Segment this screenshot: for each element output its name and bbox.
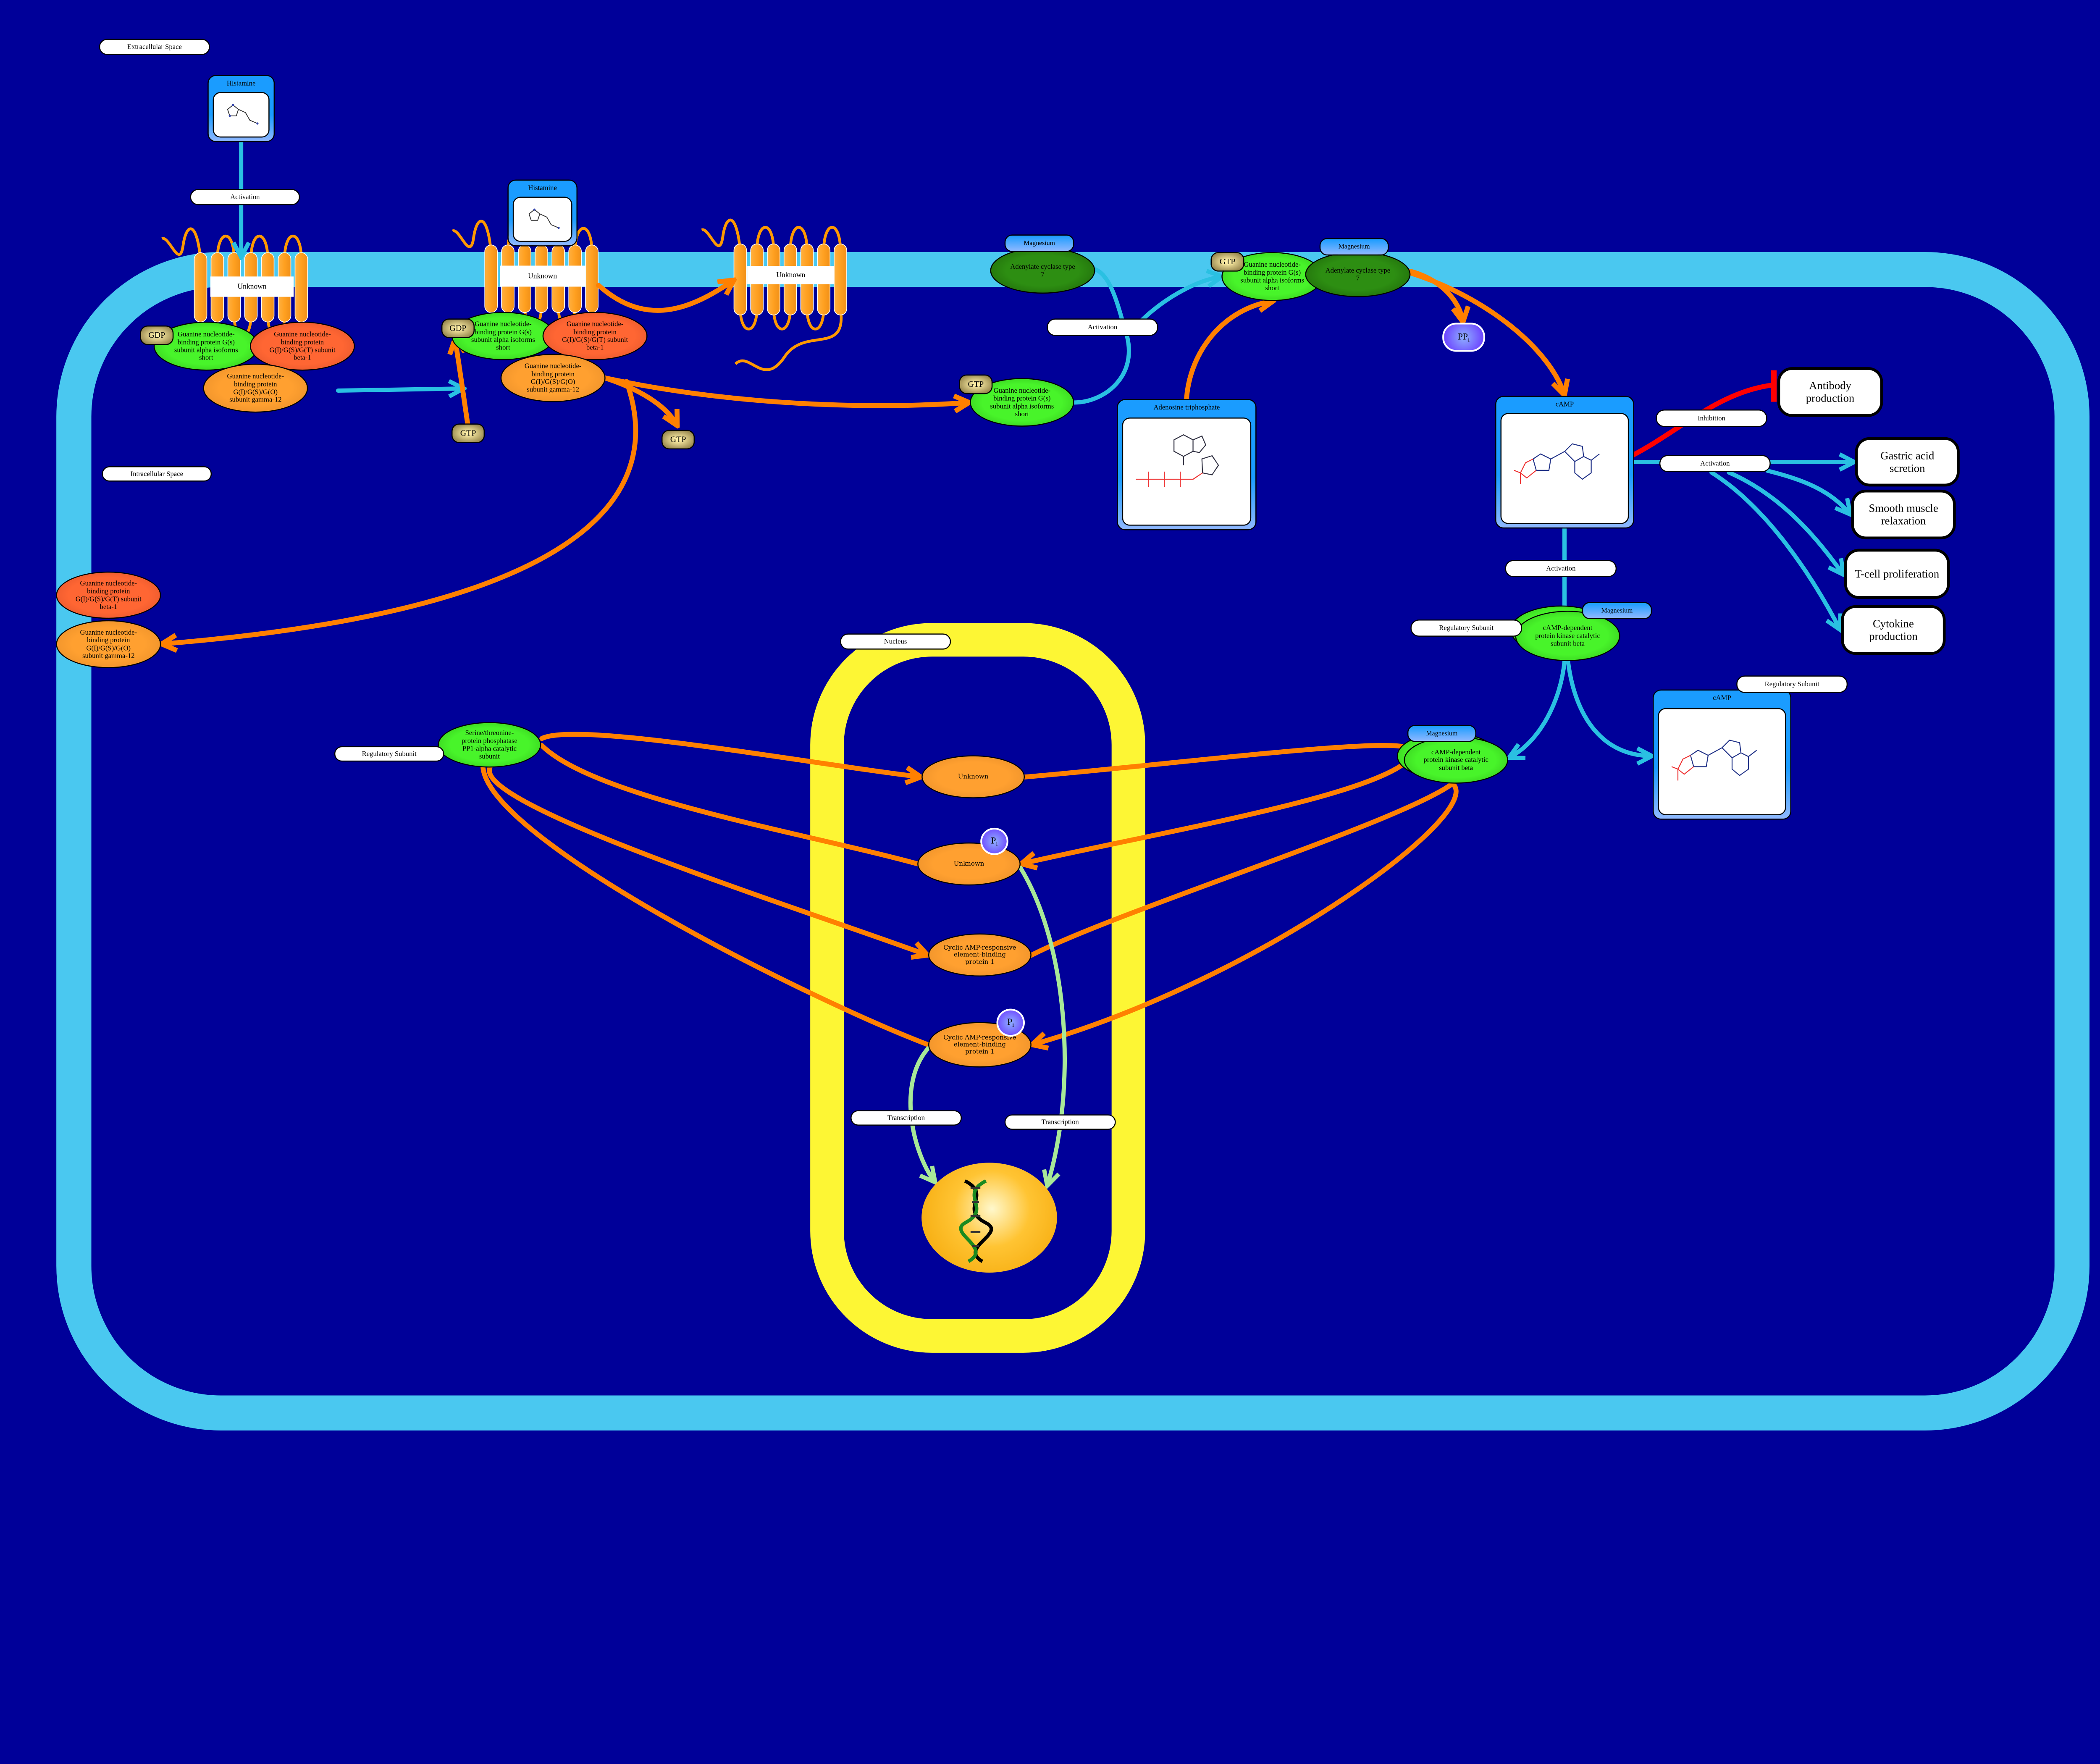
transcription-label-1: Transcription — [850, 1110, 962, 1126]
gtp-free-1[interactable]: GTP — [452, 423, 485, 443]
pathway-nodes: Extracellular Space Intracellular Space … — [56, 39, 1960, 1273]
edge-transcription-unknown2 — [1018, 866, 1067, 1186]
outcome-cytokine-production[interactable]: Cytokine production — [1841, 605, 1946, 655]
edge-ac-camp — [1408, 270, 1564, 395]
histamine-bound-node[interactable]: Histamine — [507, 179, 578, 247]
regulatory-subunit-label-2[interactable]: Regulatory Subunit — [1736, 675, 1848, 693]
intracellular-space-label: Intracellular Space — [102, 466, 212, 482]
nuclear-unknown-1[interactable]: Unknown — [921, 755, 1025, 798]
magnesium-badge-4[interactable]: Magnesium — [1407, 724, 1476, 742]
gtp-bound-badge-2[interactable]: GTP — [1210, 252, 1244, 272]
gtp-free-2[interactable]: GTP — [662, 430, 695, 449]
camp-structure — [1500, 413, 1629, 524]
edge-gtp-gdp-exchange — [455, 339, 470, 426]
pp1-alpha-catalytic[interactable]: Serine/threonine-protein phosphatase PP1… — [438, 722, 541, 768]
magnesium-badge-3[interactable]: Magnesium — [1582, 602, 1652, 620]
histamine-title: Histamine — [226, 79, 256, 87]
activation-label-histamine: Activation — [190, 189, 300, 205]
regulatory-subunit-label-pp1[interactable]: Regulatory Subunit — [334, 746, 444, 762]
activation-label-ac: Activation — [1047, 318, 1158, 336]
edge-unknown2-pp1 — [539, 743, 920, 866]
edge-ac-to-gs — [1072, 267, 1131, 405]
activation-label-outcomes: Activation — [1659, 455, 1771, 472]
receptor-loops — [701, 218, 843, 371]
outcome-smooth-muscle-relaxation[interactable]: Smooth muscle relaxation — [1851, 489, 1956, 540]
histamine-title: Histamine — [528, 184, 557, 192]
extracellular-space-label: Extracellular Space — [99, 39, 210, 55]
atp-node[interactable]: Adenosine triphosphate — [1117, 399, 1257, 530]
activation-label-pka: Activation — [1505, 560, 1617, 578]
histamine-structure-image — [227, 104, 259, 125]
camp-title: cAMP — [1713, 694, 1731, 702]
camp-released-node[interactable]: cAMP — [1653, 689, 1791, 820]
gtp-bound-badge-1[interactable]: GTP — [959, 374, 993, 394]
edge-complex-translocation — [336, 388, 464, 391]
edge-camp-tcell — [1727, 470, 1844, 575]
nucleus-label: Nucleus — [840, 633, 951, 650]
g-gamma-complex-1[interactable]: Guanine nucleotide-binding protein G(I)/… — [203, 363, 308, 413]
creb1-node-1[interactable]: Cyclic AMP-responsive element-binding pr… — [928, 933, 1032, 976]
edge-atp-conversion — [1184, 301, 1273, 402]
camp-structure-image — [1514, 443, 1600, 485]
camp-title: cAMP — [1555, 400, 1574, 408]
edge-pp1-creb1 — [487, 765, 927, 956]
histamine-structure — [213, 92, 270, 138]
g-beta-complex-1[interactable]: Guanine nucleotide-binding protein G(I)/… — [250, 321, 355, 371]
inhibition-label: Inhibition — [1656, 410, 1767, 427]
gdp-badge-2[interactable]: GDP — [441, 318, 475, 338]
receptor-2-label[interactable]: Unknown — [500, 265, 585, 287]
outcome-antibody-production[interactable]: Antibody production — [1777, 367, 1883, 417]
g-gamma-complex-2[interactable]: Guanine nucleotide-binding protein G(I)/… — [500, 354, 606, 402]
adenylate-cyclase-1[interactable]: Adenylate cyclase type 7 — [990, 247, 1095, 294]
pka-catalytic-beta-2[interactable]: cAMP-dependent protein kinase catalytic … — [1404, 736, 1508, 784]
edge-creb2-pp1 — [480, 765, 931, 1047]
histamine-node[interactable]: Histamine — [207, 75, 275, 142]
gdp-badge-1[interactable]: GDP — [140, 326, 174, 345]
camp-node[interactable]: cAMP — [1495, 396, 1634, 529]
edge-pp1-unknown1 — [539, 732, 921, 777]
dna-helix-icon — [959, 1179, 993, 1263]
edge-pka-pka2 — [1509, 659, 1567, 758]
phosphate-badge-2[interactable]: Pi — [996, 1008, 1025, 1037]
histamine-structure — [512, 197, 572, 242]
dna-gene-node[interactable] — [921, 1163, 1057, 1273]
outcome-t-cell-proliferation[interactable]: T-cell proliferation — [1844, 549, 1950, 599]
pathway-canvas: Extracellular Space Intracellular Space … — [56, 39, 2090, 1431]
receptor-3-label[interactable]: Unknown — [747, 266, 835, 284]
node-layer: Extracellular Space Intracellular Space … — [56, 39, 1960, 1273]
phosphate-badge-1[interactable]: Pi — [980, 827, 1008, 855]
camp-structure — [1658, 708, 1786, 815]
receptor-1-label[interactable]: Unknown — [210, 276, 294, 297]
magnesium-badge-2[interactable]: Magnesium — [1319, 238, 1389, 256]
camp-structure-image — [1671, 740, 1757, 781]
edge-pka2-unknown2 — [1021, 759, 1410, 864]
g-gamma-free[interactable]: Guanine nucleotide-binding protein G(I)/… — [56, 620, 161, 668]
edge-complex-gdp-release — [603, 375, 677, 425]
g-beta-free[interactable]: Guanine nucleotide-binding protein G(I)/… — [56, 571, 161, 619]
outcome-gastric-acid-secretion[interactable]: Gastric acid scretion — [1855, 437, 1960, 487]
edge-pka2-creb2 — [1032, 781, 1459, 1045]
atp-structure-image — [1136, 434, 1219, 487]
nuclear-envelope — [810, 623, 1145, 1353]
edge-camp-cytokine — [1709, 470, 1840, 630]
atp-title: Adenosine triphosphate — [1153, 403, 1220, 412]
edge-receptor2-receptor3 — [596, 280, 734, 313]
adenylate-cyclase-2[interactable]: Adenylate cyclase type 7 — [1305, 252, 1411, 297]
g-beta-complex-2[interactable]: Guanine nucleotide-binding protein G(I)/… — [542, 312, 648, 360]
pyrophosphate-node[interactable]: PPi — [1442, 323, 1485, 352]
atp-structure — [1122, 417, 1252, 526]
edge-creb1-pka2 — [1029, 781, 1455, 958]
edge-camp-smooth-muscle — [1765, 468, 1851, 514]
magnesium-badge-1[interactable]: Magnesium — [1004, 234, 1074, 252]
histamine-structure-image — [528, 208, 560, 229]
edge-pka-camp2 — [1566, 659, 1652, 756]
edge-activation-upper-gs — [1139, 276, 1222, 323]
pka-catalytic-beta-1[interactable]: cAMP-dependent protein kinase catalytic … — [1515, 611, 1620, 662]
edge-complex-beta-gamma — [162, 379, 638, 644]
regulatory-subunit-label-1[interactable]: Regulatory Subunit — [1410, 620, 1522, 637]
edge-complex-gs-gtp — [603, 375, 969, 406]
transcription-label-2: Transcription — [1004, 1114, 1116, 1130]
